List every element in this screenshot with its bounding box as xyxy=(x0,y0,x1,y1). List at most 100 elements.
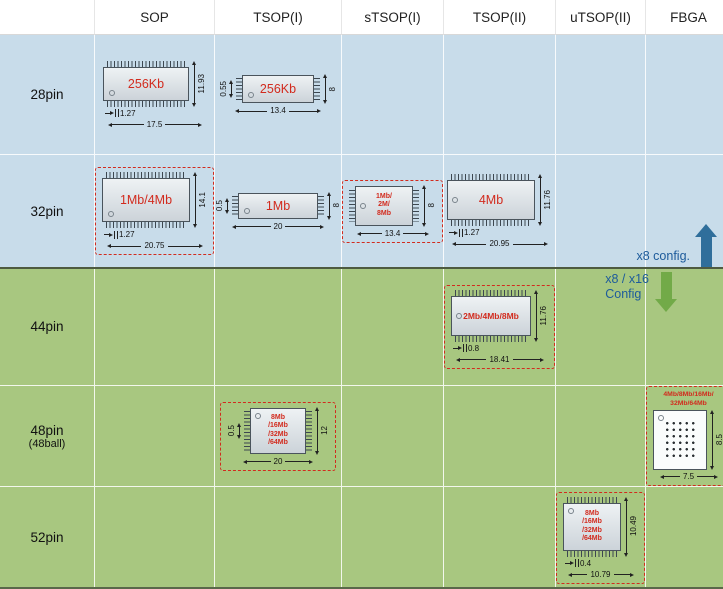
height-dimension: 11.76 xyxy=(538,174,552,226)
chip-tsop2-32pin: 4Mb 11.76 1.27 20.95 xyxy=(447,174,552,248)
chip-stsop1-32pin: 1Mb/ 2M/ 8Mb 8 13.4 xyxy=(342,179,443,243)
chip-body xyxy=(653,409,707,470)
chip-capacity-label: 8Mb /16Mb /32Mb /64Mb xyxy=(582,510,602,542)
pitch-dimension: 1.27 xyxy=(449,228,480,237)
col-header-utsop2: uTSOP(II) xyxy=(556,0,646,35)
chip-body: 1Mb/4Mb xyxy=(102,178,190,222)
cell-48pin-utsop2 xyxy=(556,386,646,487)
cell-52pin-stsop1 xyxy=(342,487,444,589)
pin1-marker-icon xyxy=(568,507,574,514)
chip-pins-right-icon xyxy=(318,195,324,216)
chip-capacity-label: 1Mb/4Mb xyxy=(119,193,173,207)
chip-body: 256Kb xyxy=(103,66,189,101)
x8-x16-config-annotation: x8 / x16 Config xyxy=(605,272,677,312)
chip-body: 8Mb /16Mb /32Mb /64Mb xyxy=(563,502,621,551)
pitch-dimension: 0.4 xyxy=(565,559,591,568)
row-header-52pin: 52pin xyxy=(0,487,95,589)
cell-44pin-fbga xyxy=(646,268,723,386)
pin1-marker-icon xyxy=(108,211,114,217)
cell-28pin-fbga xyxy=(646,35,723,155)
ball-grid-icon xyxy=(664,419,697,461)
chip-tsop2-44pin: 2Mb/4Mb/8Mb 11.76 0.8 18.41 xyxy=(444,284,555,369)
chip-capacity-label: 1Mb/ 2M/ 8Mb xyxy=(376,193,392,217)
width-dimension: 10.79 xyxy=(567,570,634,579)
chip-pins-bottom-icon xyxy=(451,220,531,226)
x16-down-arrow-icon xyxy=(655,272,677,312)
x8-x16-config-label: x8 / x16 Config xyxy=(605,272,649,301)
chip-pins-right-icon xyxy=(413,189,419,222)
chip-sop-28pin: 256Kb 11.93 1.27 17.5 xyxy=(103,60,206,129)
cell-44pin-sop xyxy=(95,268,215,386)
chip-capacity-label: 1Mb xyxy=(265,198,291,213)
chip-capacity-label: 256Kb xyxy=(259,82,297,96)
x8-config-annotation: x8 config. xyxy=(636,224,717,267)
chip-pins-top-icon xyxy=(455,289,527,296)
height-dimension: 11.76 xyxy=(534,289,548,342)
cell-32pin-stsop1: 1Mb/ 2M/ 8Mb 8 13.4 xyxy=(342,155,444,268)
height-dimension: 11.93 xyxy=(192,60,206,107)
col-header-tsop2: TSOP(II) xyxy=(444,0,556,35)
chip-pins-top-icon xyxy=(106,172,186,178)
cell-32pin-tsop1: 0.5 1Mb 8 20 xyxy=(215,155,342,268)
chip-capacity-label: 4Mb xyxy=(478,193,504,207)
cell-44pin-stsop1 xyxy=(342,268,444,386)
width-dimension: 13.4 xyxy=(235,107,322,115)
cell-32pin-sop: 1Mb/4Mb 14.1 1.27 20.75 xyxy=(95,155,215,268)
chip-pins-left-icon xyxy=(232,195,238,216)
pin1-marker-icon xyxy=(360,202,366,209)
height-dimension: 8.5 xyxy=(710,409,723,470)
chip-capacity-label: 2Mb/4Mb/8Mb xyxy=(463,310,519,321)
col-header-tsop1: TSOP(I) xyxy=(215,0,342,35)
cell-44pin-tsop1 xyxy=(215,268,342,386)
pitch-dimension: 1.27 xyxy=(105,109,136,118)
chip-body: 2Mb/4Mb/8Mb xyxy=(451,295,531,336)
cell-28pin-tsop1: 0.55 256Kb 8 13.4 xyxy=(215,35,342,155)
cell-52pin-tsop2 xyxy=(444,487,556,589)
x8-config-label: x8 config. xyxy=(636,249,690,263)
cell-44pin-tsop2: 2Mb/4Mb/8Mb 11.76 0.8 18.41 xyxy=(444,268,556,386)
width-dimension: 13.4 xyxy=(356,229,429,238)
row-header-48pin: 48pin (48ball) xyxy=(0,386,95,487)
cell-28pin-tsop2 xyxy=(444,35,556,155)
pin1-marker-icon xyxy=(244,207,250,214)
pin1-marker-icon xyxy=(452,197,458,203)
height-dimension: 8 xyxy=(327,191,341,220)
width-dimension: 17.5 xyxy=(107,120,202,129)
cell-48pin-sop xyxy=(95,386,215,487)
thickness-dimension: 0.5 xyxy=(227,422,241,439)
thickness-dimension: 0.55 xyxy=(219,80,233,98)
cell-32pin-tsop2: 4Mb 11.76 1.27 20.95 xyxy=(444,155,556,268)
chip-tsop1-28pin: 0.55 256Kb 8 13.4 xyxy=(219,74,337,115)
pitch-dimension: 0.8 xyxy=(453,344,479,353)
chip-pins-bottom-icon xyxy=(106,222,186,228)
chip-pins-left-icon xyxy=(244,410,250,451)
pin1-marker-icon xyxy=(658,414,664,421)
pin1-marker-icon xyxy=(109,89,115,96)
row-header-32pin: 32pin xyxy=(0,155,95,268)
pin1-marker-icon xyxy=(456,312,462,319)
row-header-44pin: 44pin xyxy=(0,268,95,386)
height-dimension: 8 xyxy=(422,184,436,227)
width-dimension: 20 xyxy=(243,457,313,466)
cell-52pin-sop xyxy=(95,487,215,589)
cell-48pin-fbga: 4Mb/8Mb/16Mb/ 32Mb/64Mb 8.5 7.5 xyxy=(646,386,723,487)
width-dimension: 7.5 xyxy=(659,472,718,481)
cell-52pin-fbga xyxy=(646,487,723,589)
height-dimension: 10.49 xyxy=(624,496,638,557)
cell-48pin-stsop1 xyxy=(342,386,444,487)
cell-28pin-sop: 256Kb 11.93 1.27 17.5 xyxy=(95,35,215,155)
chip-pins-top-icon xyxy=(107,60,185,67)
cell-32pin-utsop2 xyxy=(556,155,646,268)
cell-52pin-tsop1 xyxy=(215,487,342,589)
cell-48pin-tsop2 xyxy=(444,386,556,487)
height-dimension: 8 xyxy=(323,74,337,104)
chip-body: 4Mb xyxy=(447,180,535,220)
x8-up-arrow-icon xyxy=(695,224,717,267)
thickness-dimension: 0.5 xyxy=(215,197,229,214)
chip-sop-32pin: 1Mb/4Mb 14.1 1.27 20.75 xyxy=(95,167,214,255)
chip-body: 8Mb /16Mb /32Mb /64Mb xyxy=(250,407,306,454)
chip-pins-bottom-icon xyxy=(107,100,185,107)
pin1-marker-icon xyxy=(248,92,254,98)
